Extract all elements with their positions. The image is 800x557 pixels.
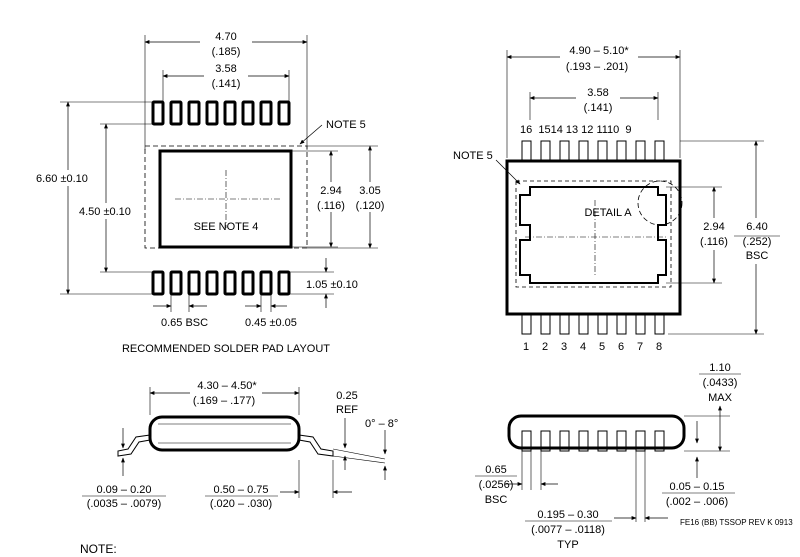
- solder-pad-layout: 4.70 (.185) 3.58 (.141) NOTE 5 6.60 ±0.1…: [35, 30, 388, 355]
- dim-pad-width: 0.45 ±0.05: [245, 317, 297, 329]
- dim-overall-width: 4.70: [215, 31, 236, 43]
- dim-lead-typ: TYP: [557, 539, 578, 551]
- side-view-body: [507, 414, 686, 450]
- angle: 0° – 8°: [365, 418, 398, 430]
- left-lead: [117, 434, 151, 457]
- bottom-leads: [521, 313, 665, 335]
- svg-text:3: 3: [561, 341, 567, 353]
- dim-side-pitch: 0.65: [485, 464, 506, 476]
- dim-side-pitch-in: (.0256): [479, 479, 514, 491]
- note-label: NOTE:: [80, 542, 117, 556]
- end-view-body: [148, 415, 301, 452]
- dim-foot-in: (.020 – .030): [210, 498, 272, 510]
- dim-pad-outline: 3.05: [359, 185, 380, 197]
- dim-lead-thickness-in: (.0035 – .0079): [87, 498, 162, 510]
- ref-value: 0.25: [336, 390, 357, 402]
- solder-pad-caption: RECOMMENDED SOLDER PAD LAYOUT: [122, 343, 330, 355]
- dim-standoff-in: (.002 – .006): [666, 496, 728, 508]
- see-note4: SEE NOTE 4: [194, 221, 259, 233]
- package-body: [505, 159, 682, 316]
- note5-right: NOTE 5: [453, 150, 493, 162]
- top-pad-row: [151, 100, 291, 126]
- dim-lead-thickness: 0.09 – 0.20: [96, 484, 151, 496]
- dim-body-width: 4.30 – 4.50*: [197, 380, 257, 392]
- svg-text:5: 5: [599, 341, 605, 353]
- dim-side-height-in: (.0433): [703, 377, 738, 389]
- revision-code: FE16 (BB) TSSOP REV K 0913: [680, 518, 793, 527]
- dim-side-pitch-bsc: BSC: [485, 494, 508, 506]
- dim-pad-span-in: (.141): [212, 78, 241, 90]
- svg-text:2: 2: [542, 341, 548, 353]
- dim-side-height: 1.10: [709, 362, 730, 374]
- top-pin-numbers: 16 1514 13 12 1110 9: [520, 124, 632, 136]
- dim-pad-outline-in: (.120): [356, 200, 385, 212]
- dim-exposed-pad-in: (.116): [317, 200, 345, 212]
- svg-text:8: 8: [656, 341, 662, 353]
- svg-text:7: 7: [637, 341, 643, 353]
- dim-overall-width-in: (.185): [212, 46, 241, 58]
- dim-pitch: 0.65 BSC: [161, 317, 208, 329]
- dim-body-length: 4.90 – 5.10*: [569, 45, 629, 57]
- top-leads: [521, 140, 665, 162]
- dim-exposed-top-in: (.116): [700, 236, 728, 248]
- dim-inner-height: 4.50 ±0.10: [79, 206, 131, 218]
- pad-dashed: [515, 180, 672, 288]
- dim-body-length-in: (.193 – .201): [566, 61, 628, 73]
- detail-a-label: DETAIL A: [584, 207, 632, 219]
- dim-standoff: 0.05 – 0.15: [669, 481, 724, 493]
- note5-left: NOTE 5: [326, 119, 366, 131]
- dim-width-in: (.252): [743, 236, 772, 248]
- dim-width-bsc: BSC: [746, 250, 769, 262]
- top-view: DETAIL A 16 1514 13 12 1110 9 1 2 3 4 5 …: [453, 43, 780, 353]
- dim-exposed-pad: 2.94: [320, 185, 341, 197]
- exposed-pad-outline: [519, 186, 667, 284]
- dim-pad-length: 1.05 ±0.10: [306, 279, 358, 291]
- dim-body-width-in: (.169 – .177): [193, 395, 255, 407]
- dim-lead-width-in: (.0077 – .0118): [531, 524, 605, 536]
- dim-pad-span: 3.58: [215, 63, 236, 75]
- side-view: 1.10 (.0433) MAX 0.05 – 0.15 (.002 – .00…: [475, 362, 793, 551]
- dim-height: 6.60 ±0.10: [36, 173, 88, 185]
- bottom-pin-numbers: 1 2 3 4 5 6 7 8: [523, 341, 662, 353]
- end-view: 4.30 – 4.50* (.169 – .177) 0.25 REF 0° –…: [82, 378, 398, 510]
- detail-a-circle: [637, 180, 683, 226]
- exposed-pad: [158, 149, 293, 249]
- dim-side-height-max: MAX: [708, 392, 733, 404]
- dim-pad-top-in: (.141): [584, 102, 613, 114]
- dim-lead-width: 0.195 – 0.30: [537, 509, 598, 521]
- dim-foot: 0.50 – 0.75: [213, 484, 268, 496]
- svg-text:1: 1: [523, 341, 529, 353]
- right-lead: [298, 434, 334, 457]
- dim-width: 6.40: [746, 221, 767, 233]
- side-leads: [521, 430, 665, 452]
- svg-text:6: 6: [618, 341, 624, 353]
- dim-exposed-top: 2.94: [703, 221, 724, 233]
- dim-pad-top: 3.58: [587, 87, 608, 99]
- svg-text:4: 4: [580, 341, 586, 353]
- ref-label: REF: [336, 404, 358, 416]
- bottom-pad-row: [151, 270, 291, 296]
